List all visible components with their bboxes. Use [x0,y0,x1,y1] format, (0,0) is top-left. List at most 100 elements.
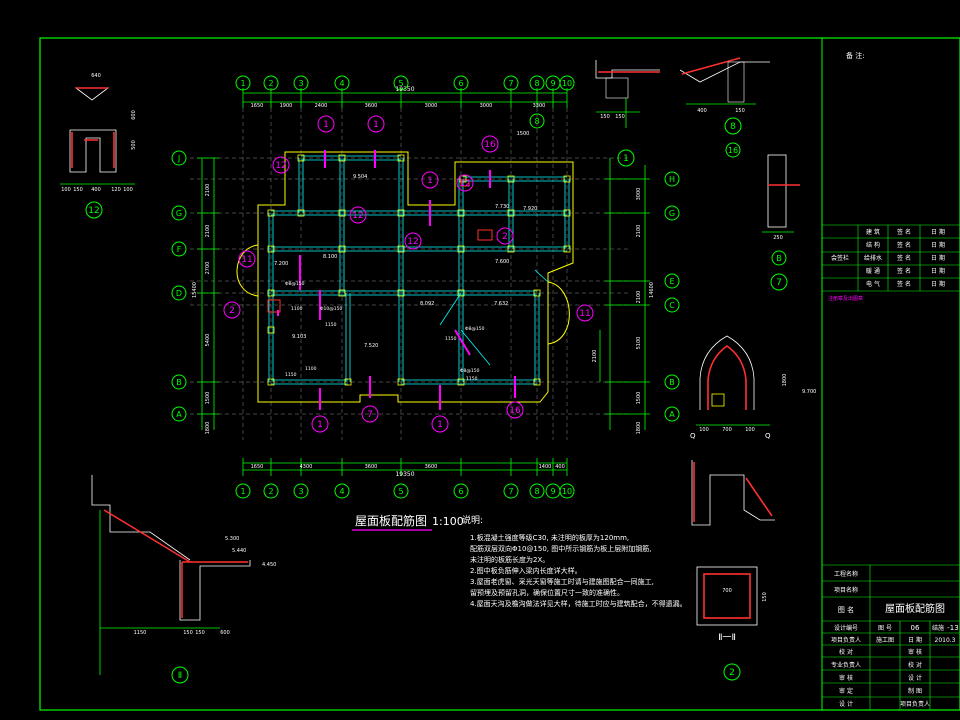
rebar-mark [454,329,471,356]
axis-bubble-bottom-10-label: 10 [562,487,572,496]
discipline-name: 结 构 [866,241,880,249]
stage: 施工图 [876,636,894,644]
arch-section [691,460,775,526]
column [344,378,352,386]
right-dim-value: 1800 [636,422,642,435]
gutter-section [69,129,117,173]
gutter-rebar [71,132,115,168]
approval-row-2: 校 对 [908,661,922,669]
approval-row-2: 审 核 [908,648,922,656]
column [507,245,515,253]
detail-tag-label: 12 [459,179,470,189]
detail-tag [311,415,329,433]
level-value: 4.450 [262,562,276,568]
note-line: 2.图中板负筋伸入梁内长度详大样。 [470,566,582,575]
level-value: 7.632 [494,301,508,307]
hip-beam [460,329,491,366]
column [459,175,467,183]
right-dim-value: 5100 [636,337,642,350]
dim-value: 100 [699,427,709,433]
column [297,209,305,217]
detail-tag-label: 1 [373,120,379,130]
dim-value: 150 [73,187,83,193]
sign-col: 签 名 [897,254,911,262]
detail-label-1-label: 1 [623,154,629,164]
dim-value: 100 [123,187,133,193]
axis-bubble-left-B [171,374,187,390]
left-dim-value: 1800 [205,422,211,435]
axis-bubble-bottom-5 [393,483,409,499]
axis-bubble-bottom-10 [559,483,575,499]
axis-bubble-top-1 [235,75,251,91]
top-total-dim: 19350 [395,86,414,93]
detail-label-7-label: 7 [776,278,782,288]
column [397,209,405,217]
approval-row: 审 核 [839,674,853,682]
axis-bubble-right-H [664,171,680,187]
axis-bubble-right-C-label: C [669,301,675,310]
left-total-dim: 15400 [192,282,198,298]
design-no: 06 [911,624,920,632]
item-name-label: 项目名称 [834,586,858,594]
level-value: 7.920 [523,206,537,212]
axis-bubble-top-9-label: 9 [550,79,555,88]
arch-rebar [707,345,747,410]
axis-bubble-left-F [171,241,187,257]
sign-col: 日 期 [931,228,945,236]
discipline-name: 建 筑 [866,228,880,236]
detail-label-2 [723,663,741,681]
section-rebar [703,573,751,619]
dim-value: 700 [722,427,732,433]
sign-col: 签 名 [897,267,911,275]
axis-bubble-bottom-2 [263,483,279,499]
detail-tag-label: 16 [509,406,521,416]
design-no-label: 设计编号 [834,624,858,632]
detail-tag [223,301,241,319]
level-value: 9.700 [802,389,816,395]
discipline-head: 会签栏 [831,254,849,262]
detail-1-profile [595,60,660,79]
column [338,154,346,162]
dim-value: 100 [61,187,71,193]
axis-bubble-top-4-label: 4 [339,79,344,88]
column [267,378,275,386]
column [338,209,346,217]
detail-label-II [171,666,189,684]
right-dim-value: 1500 [636,392,642,405]
level-value: 7.730 [495,204,509,210]
axis-bubble-bottom-8-label: 8 [534,487,539,496]
detail-tag [404,232,422,250]
axis-bubble-top-10-label: 10 [562,79,572,88]
discipline-name: 暖 通 [866,267,880,275]
discipline-name: 电 气 [866,280,880,288]
rebar-label: 1100 [291,306,303,312]
dim-value: 150 [762,592,768,602]
top-dim-value: 1900 [280,103,293,109]
axis-bubble-left-F-label: F [177,245,182,254]
top-dim-value: 3000 [480,103,493,109]
level-value: 7.520 [364,343,378,349]
axis-bubble-right-E [664,273,680,289]
dim-value: 150 [600,114,610,120]
axis-bubble-bottom-7 [503,483,519,499]
axis-bubble-bottom-6 [453,483,469,499]
bottom-dim-value: 400 [555,464,565,470]
detail-tag-label: 11 [579,309,590,319]
notes-head: 说明: [462,514,483,526]
dim-value: 150 [615,114,625,120]
detail-label-16 [725,142,741,158]
detail-label-8 [724,117,742,135]
eave-profile [74,87,110,101]
arch-column [711,393,725,407]
detail-tag [272,156,290,174]
detail-label-16-label: 16 [728,146,738,155]
approval-row: 专业负责人 [831,661,861,669]
axis-bubble-top-10 [559,75,575,91]
axis-bubble-right-G [664,205,680,221]
detail-tag-label: 12 [407,237,418,247]
axis-bubble-sub-8 [529,113,545,129]
arch-outer [699,335,755,410]
detail-axis-B-label: B [776,254,782,263]
hip-beam [439,292,462,326]
axis-bubble-top-2-label: 2 [268,79,273,88]
